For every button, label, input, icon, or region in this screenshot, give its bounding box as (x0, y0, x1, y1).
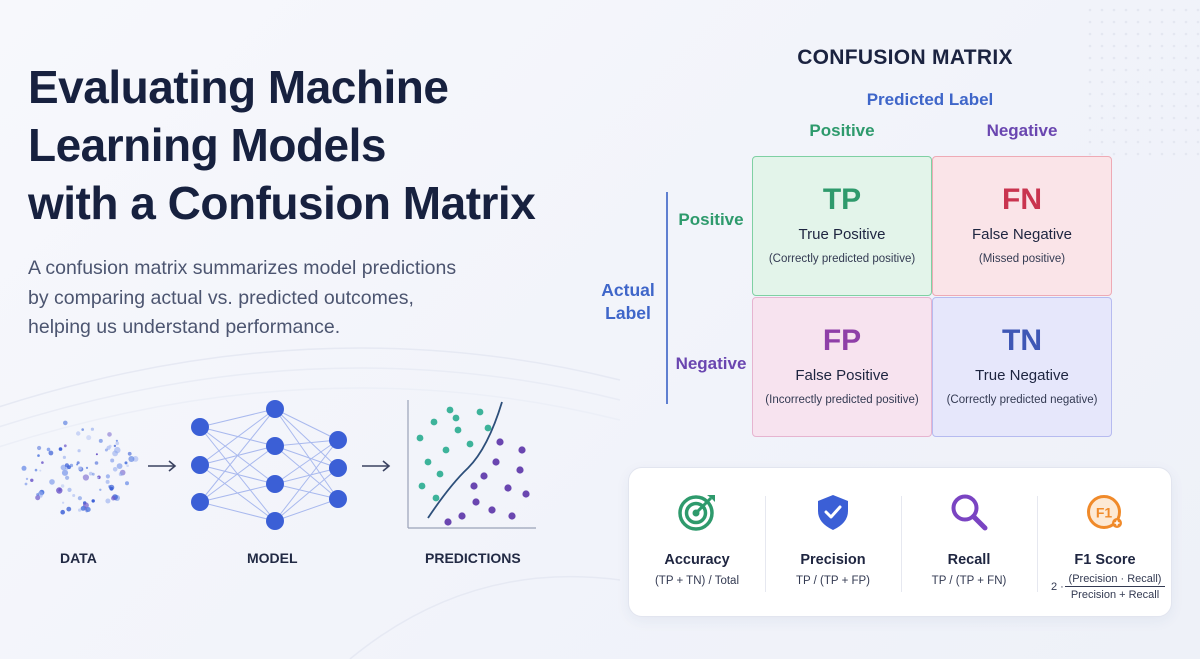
model-label: MODEL (247, 550, 298, 566)
f1-numerator: (Precision · Recall) (1065, 573, 1165, 587)
metric-formula: TP / (TP + FN) (931, 575, 1007, 587)
data-label: DATA (60, 550, 97, 566)
actual-label-axis: Actual Label (588, 279, 668, 325)
title-line-2: Learning Models (28, 119, 386, 171)
metric-divider (901, 496, 902, 592)
metric-formula: TP / (TP + FP) (795, 575, 871, 587)
title-line-3: with a Confusion Matrix (28, 177, 536, 229)
metric-f1-score: F1 F1 Score 2 · (Precision · Recall) Pre… (1037, 468, 1173, 618)
cell-abbr: TN (1002, 324, 1042, 357)
metric-formula: (TP + TN) / Total (654, 575, 740, 587)
metric-name: Precision (800, 552, 866, 568)
cell-name: True Positive (798, 226, 886, 243)
row-header-positive: Positive (678, 210, 744, 229)
cell-abbr: FN (1002, 183, 1042, 216)
cell-name: False Positive (795, 367, 889, 384)
page-description: A confusion matrix summarizes model pred… (28, 254, 498, 343)
f1-denominator: Precision + Recall (1070, 589, 1160, 601)
cell-true-positive: TP True Positive (Correctly predicted po… (752, 156, 932, 296)
actual-label-line-1: Actual (601, 280, 655, 300)
metric-precision: Precision TP / (TP + FP) (765, 468, 901, 618)
shield-check-icon (818, 495, 848, 530)
column-header-negative: Negative (986, 121, 1058, 140)
pipeline-graphic (21, 400, 536, 530)
title-line-1: Evaluating Machine (28, 61, 449, 113)
metric-recall: Recall TP / (TP + FN) (901, 468, 1037, 618)
confusion-matrix-title: CONFUSION MATRIX (797, 46, 1013, 69)
scatter-plot-icon (407, 400, 536, 529)
metric-divider (1037, 496, 1038, 592)
column-header-positive: Positive (809, 121, 875, 140)
row-header-negative: Negative (675, 354, 747, 373)
cell-description: (Incorrectly predicted positive) (765, 394, 919, 406)
cell-false-positive: FP False Positive (Incorrectly predicted… (752, 297, 932, 437)
magnifier-icon (951, 494, 988, 531)
page-title: Evaluating Machine Learning Models with … (28, 58, 588, 232)
cell-name: False Negative (971, 226, 1073, 243)
metric-name: Accuracy (664, 552, 730, 568)
arrow-right-icon (148, 460, 177, 472)
f1-factor: 2 · (1051, 581, 1064, 593)
description-line-2: by comparing actual vs. predicted outcom… (28, 286, 414, 309)
cell-false-negative: FN False Negative (Missed positive) (932, 156, 1112, 296)
actual-label-line-2: Label (605, 303, 651, 323)
f1-badge-text: F1 (1096, 505, 1113, 521)
metrics-panel: Accuracy (TP + TN) / Total Precision TP … (628, 467, 1172, 617)
predicted-label-axis: Predicted Label (866, 90, 994, 109)
f1-badge-icon: F1 (1087, 495, 1122, 529)
cell-name: True Negative (975, 367, 1069, 384)
cell-description: (Missed positive) (978, 253, 1066, 265)
metric-name: F1 Score (1074, 552, 1136, 568)
cell-abbr: TP (822, 183, 862, 216)
cell-true-negative: TN True Negative (Correctly predicted ne… (932, 297, 1112, 437)
predictions-label: PREDICTIONS (425, 550, 521, 566)
arrow-right-icon (362, 460, 391, 472)
neural-network-icon (191, 400, 347, 530)
row-bracket-divider (666, 192, 668, 404)
cell-description: (Correctly predicted positive) (768, 253, 916, 265)
ml-pipeline-illustration: DATA MODEL PREDICTIONS (0, 390, 600, 580)
cell-description: (Correctly predicted negative) (946, 394, 1098, 406)
cell-abbr: FP (822, 324, 862, 357)
description-line-1: A confusion matrix summarizes model pred… (28, 257, 457, 279)
target-icon (678, 495, 715, 531)
metric-accuracy: Accuracy (TP + TN) / Total (629, 468, 765, 618)
metric-name: Recall (947, 552, 991, 568)
data-points-icon (21, 420, 139, 515)
metric-divider (765, 496, 766, 592)
description-line-3: helping us understand performance. (28, 316, 341, 338)
